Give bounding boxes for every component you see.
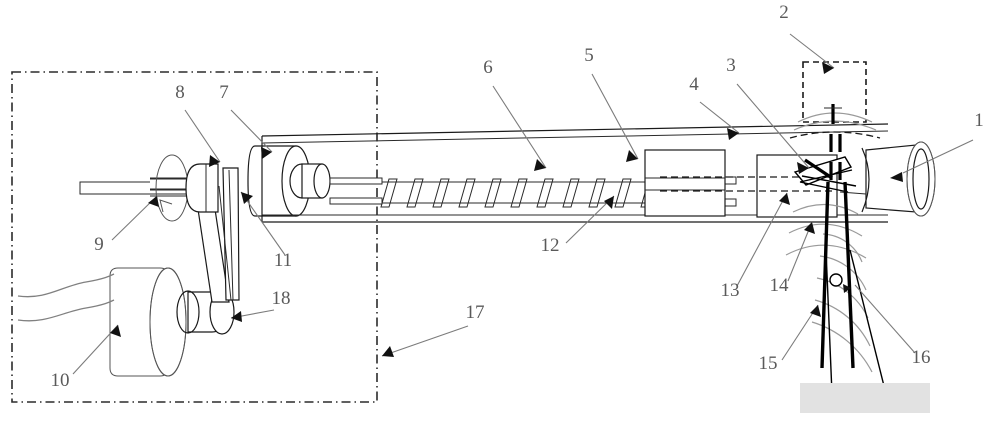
ref-numeral-6: 6 <box>483 57 493 78</box>
coil-spring-torque-cable <box>372 178 690 208</box>
outer-sheath-wall <box>261 123 889 223</box>
ref-numeral-4: 4 <box>689 74 699 95</box>
lead-lines <box>72 33 974 375</box>
ref-numeral-1: 1 <box>974 110 984 131</box>
ref-numeral-9: 9 <box>94 234 104 255</box>
ref-numeral-3: 3 <box>726 55 736 76</box>
ref-numeral-8: 8 <box>175 82 185 103</box>
ref-numeral-17: 17 <box>466 302 485 323</box>
distal-end-cap-ring <box>865 141 936 217</box>
ref-numeral-12: 12 <box>541 235 560 256</box>
ref-numeral-10: 10 <box>51 370 70 391</box>
ref-numeral-18: 18 <box>272 288 291 309</box>
ref-numeral-5: 5 <box>584 45 594 66</box>
motor-power-wires <box>17 273 115 322</box>
reflector-mirror <box>793 147 870 213</box>
acoustic-window-detail-box <box>789 61 881 180</box>
proximal-housing-body <box>247 145 331 217</box>
needle-tip-marker <box>829 273 843 287</box>
ref-numeral-13: 13 <box>721 280 740 301</box>
tissue-target-region <box>800 383 930 413</box>
ref-numeral-2: 2 <box>779 2 789 23</box>
drive-unit-enclosure <box>11 71 378 403</box>
ref-numeral-16: 16 <box>912 347 931 368</box>
ref-numeral-7: 7 <box>219 82 229 103</box>
ref-numeral-14: 14 <box>770 275 790 296</box>
transducer-housing-block <box>644 149 726 217</box>
reference-numeral-labels: 1 2 3 4 5 6 7 8 9 10 11 12 13 14 15 16 1… <box>51 2 984 391</box>
ref-numeral-11: 11 <box>274 250 292 271</box>
drive-motor <box>109 267 187 377</box>
rotary-joint-nose <box>185 163 219 213</box>
puncture-needle <box>820 181 887 395</box>
ref-numeral-15: 15 <box>759 353 778 374</box>
